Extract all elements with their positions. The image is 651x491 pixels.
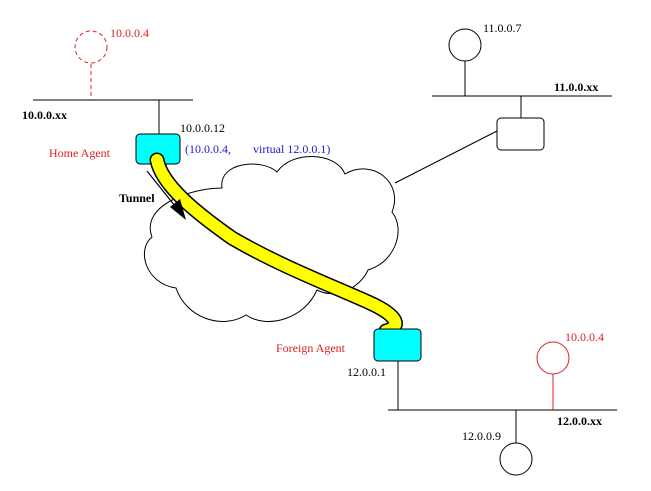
- binding-open: (10.0.0.4,: [185, 142, 231, 156]
- network-11: 11.0.0.7 11.0.0.xx: [394, 21, 612, 184]
- foreign-agent: Foreign Agent 12.0.0.1: [276, 328, 422, 410]
- home-agent-name-label: Home Agent: [49, 146, 111, 160]
- router-11-box: [496, 117, 545, 151]
- host-11-icon: [448, 28, 482, 62]
- tunnel-label: Tunnel: [119, 191, 155, 205]
- foreign-network: 12.0.0.xx 10.0.0.4 12.0.0.9: [388, 330, 617, 476]
- foreign-agent-box: [373, 328, 422, 362]
- tunnel-pipe-fill: [151, 154, 402, 337]
- network-11-label: 11.0.0.xx: [554, 80, 598, 94]
- binding-virtual: virtual 12.0.0.1): [253, 142, 330, 156]
- tunnel-arrow-head-icon: [170, 199, 186, 220]
- home-ghost-ip-label: 10.0.0.4: [110, 26, 149, 40]
- router-11-link: [394, 130, 498, 184]
- foreign-agent-ip-label: 12.0.0.1: [347, 365, 386, 379]
- home-agent: 10.0.0.12 Home Agent (10.0.0.4, virtual …: [49, 121, 330, 165]
- binding-label: (10.0.0.4, virtual 12.0.0.1): [185, 142, 330, 156]
- home-ghost-host-icon: [74, 30, 108, 64]
- home-agent-ip-label: 10.0.0.12: [180, 121, 225, 135]
- host-11-ip-label: 11.0.0.7: [483, 21, 522, 35]
- host-12-ip-label: 12.0.0.9: [462, 429, 501, 443]
- foreign-agent-name-label: Foreign Agent: [276, 341, 346, 355]
- mobile-host-ip-label: 10.0.0.4: [565, 330, 604, 344]
- host-12-icon: [499, 442, 533, 476]
- tunnel: Tunnel: [119, 152, 403, 339]
- home-network-label: 10.0.0.xx: [22, 108, 67, 122]
- home-network: 10.0.0.4 10.0.0.xx: [22, 26, 193, 134]
- mobile-host-icon: [536, 341, 570, 375]
- foreign-network-label: 12.0.0.xx: [557, 414, 602, 428]
